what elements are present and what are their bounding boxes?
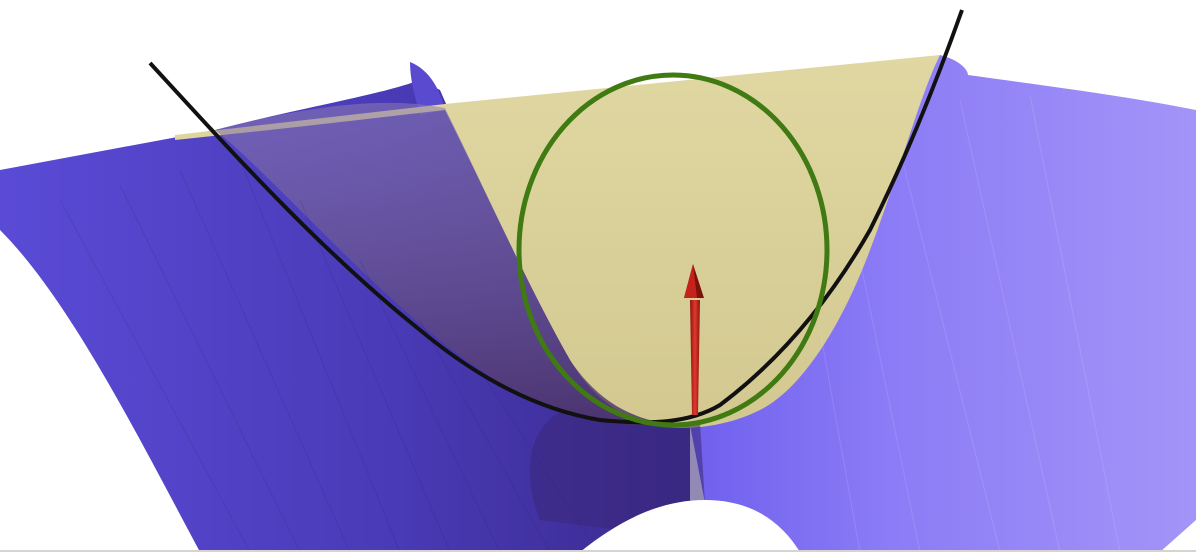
surface-back-left-fold [410, 62, 445, 115]
tangent-plane [175, 55, 940, 428]
osculating-circle [516, 72, 830, 428]
surface-right-wing [690, 55, 1196, 552]
surface-mesh-right [819, 94, 1121, 553]
normal-vector-arrow [684, 264, 704, 415]
surface-valley-front [215, 102, 690, 427]
surface-mesh-left [59, 159, 591, 553]
bottom-gap [580, 500, 800, 552]
surface-left-wing [0, 80, 690, 552]
surface-trough-bottom [529, 412, 705, 530]
